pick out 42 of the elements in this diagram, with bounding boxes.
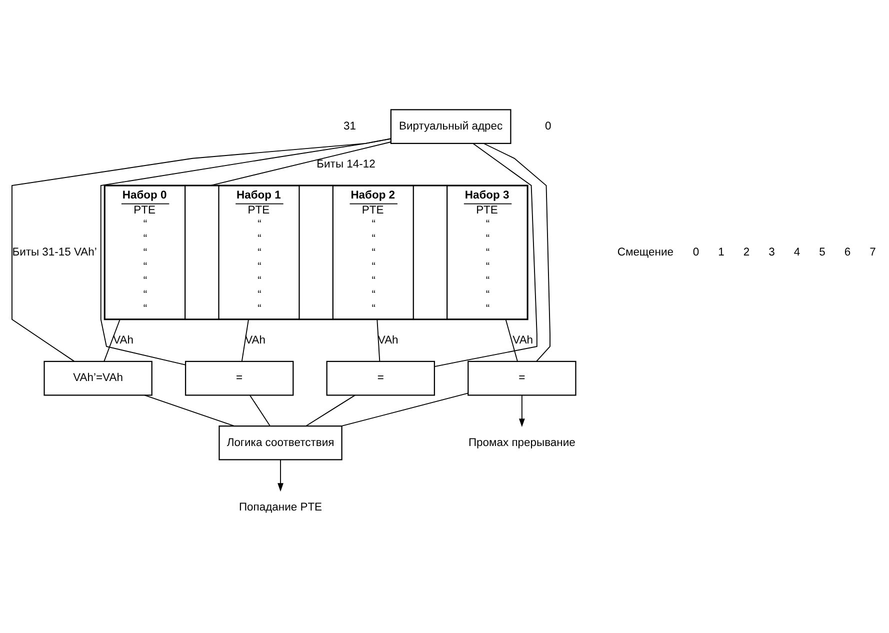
connector <box>104 318 120 362</box>
node-box: VAh’=VAh <box>44 360 152 396</box>
connector <box>210 141 392 186</box>
connector <box>306 394 356 426</box>
connector <box>241 318 249 362</box>
node-box: Виртуальный адрес <box>390 108 512 144</box>
node-text: Попадание PTE <box>238 500 322 513</box>
edge-label: VAh <box>113 334 134 346</box>
connector <box>376 318 380 362</box>
node-box: Набор 3 PTE “ “ “ “ “ “ “ <box>446 184 528 320</box>
edge-label: Биты 14-12 <box>316 158 376 170</box>
connector <box>434 142 538 367</box>
label: Смещение <box>617 246 674 258</box>
label: 31 <box>344 120 356 132</box>
connector <box>144 394 235 426</box>
connector <box>341 392 469 426</box>
label: 3 <box>768 246 775 258</box>
label: 0 <box>692 246 700 258</box>
label: 7 <box>870 246 876 258</box>
label: 5 <box>819 246 826 258</box>
node-box: Набор 1 PTE “ “ “ “ “ “ “ <box>218 184 300 320</box>
node-box: Набор 2 PTE “ “ “ “ “ “ “ <box>332 184 414 320</box>
arrow <box>518 394 525 427</box>
node-box: Набор 0 PTE “ “ “ “ “ “ “ <box>104 184 186 320</box>
edge-label: VAh <box>512 334 534 346</box>
connector <box>249 394 270 426</box>
connector <box>100 138 392 365</box>
label: 2 <box>743 246 750 258</box>
edge-label: VAh <box>378 334 398 346</box>
label: 6 <box>844 246 851 258</box>
edge-label: Биты 31-15 VAh’ <box>12 246 97 258</box>
connector <box>483 142 550 362</box>
arrow <box>278 458 284 492</box>
label: 1 <box>718 246 724 258</box>
node-box: = <box>326 360 435 396</box>
label: 0 <box>545 120 552 132</box>
node-box: = <box>184 360 294 396</box>
node-text: Промах прерывание <box>468 436 576 448</box>
node-box: Логика соответствия <box>218 424 342 460</box>
node-box: = <box>468 360 576 396</box>
label: 4 <box>794 246 800 258</box>
connector <box>505 318 518 362</box>
